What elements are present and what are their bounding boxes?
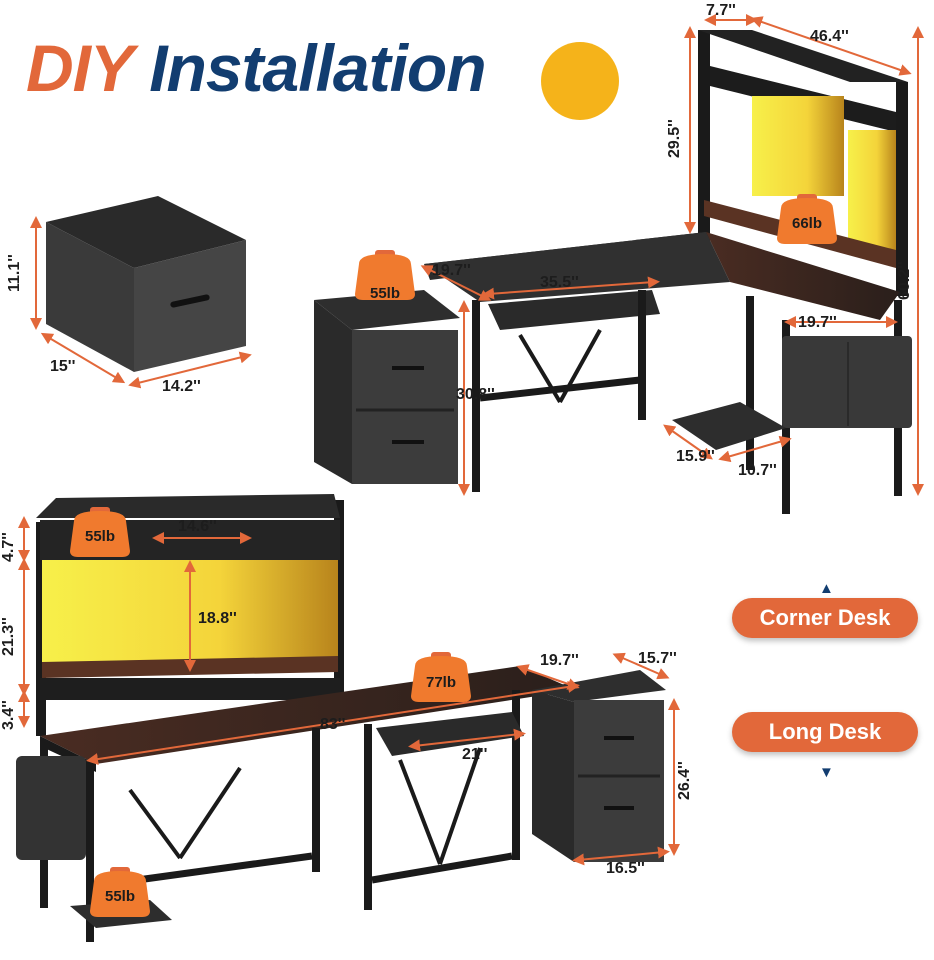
- chevron-up-icon: ▲: [819, 580, 834, 597]
- corner-hutch-depth-label: 7.7'': [706, 2, 736, 19]
- long-desk-depth-label: 19.7'': [540, 652, 579, 669]
- long-hutch-height-label: 21.3'': [0, 617, 17, 656]
- riser-height-label: 3.4'': [0, 700, 17, 730]
- corner-total-height-label: 60.2'': [896, 261, 913, 300]
- cabinet-depth-label: 15.7'': [638, 650, 677, 667]
- shelf-load-label: 55lb: [84, 528, 115, 545]
- cubby-width-label: 14.6'': [178, 518, 217, 535]
- bin-height-label: 11.1'': [6, 254, 23, 292]
- cpu-load-label: 55lb: [104, 888, 135, 905]
- long-tray-width-label: 21'': [462, 746, 488, 763]
- total-length-label: 83'': [320, 716, 346, 733]
- cpu-stand-width-label: 10.7'': [738, 462, 777, 479]
- corner-left-depth-label: 19.7'': [432, 262, 471, 279]
- corner-right-depth-label: 19.7'': [798, 314, 837, 331]
- long-desk-dimension-lines: [18, 516, 680, 866]
- corner-desk-height-label: 30.8'': [456, 386, 495, 403]
- title-word-last-letter: n: [446, 31, 486, 105]
- bin-depth-label: 15'': [50, 358, 76, 375]
- corner-hutch-height-label: 29.5'': [666, 119, 683, 158]
- title-word-diy: DIY: [26, 31, 133, 105]
- chevron-down-icon: ▼: [819, 764, 834, 781]
- cabinet-height-label: 26.4'': [676, 761, 693, 800]
- hutch-load-label: 66lb: [791, 215, 822, 232]
- corner-desk-label: Corner Desk: [732, 598, 918, 638]
- title-word-installation: Installatio: [149, 31, 447, 105]
- corner-hutch-width-label: 46.4'': [810, 28, 849, 45]
- cpu-stand-depth-label: 15.9'': [676, 448, 715, 465]
- cabinet-width-label: 16.5'': [606, 860, 645, 877]
- page-title: DIY Installation: [26, 30, 487, 106]
- bin-dimension-lines: [30, 216, 252, 389]
- cabinet-load-label: 55lb: [369, 285, 400, 302]
- corner-tray-width-label: 35.5'': [540, 274, 579, 291]
- desk-load-label: 77lb: [425, 674, 456, 691]
- top-shelf-height-label: 4.7'': [0, 532, 17, 562]
- hutch-open-height-label: 18.8'': [198, 610, 237, 627]
- title-accent-circle: [541, 42, 619, 120]
- long-desk-label: Long Desk: [732, 712, 918, 752]
- storage-bin: [46, 196, 246, 372]
- bin-width-label: 14.2'': [162, 378, 201, 395]
- corner-desk-dimension-lines: [420, 14, 924, 496]
